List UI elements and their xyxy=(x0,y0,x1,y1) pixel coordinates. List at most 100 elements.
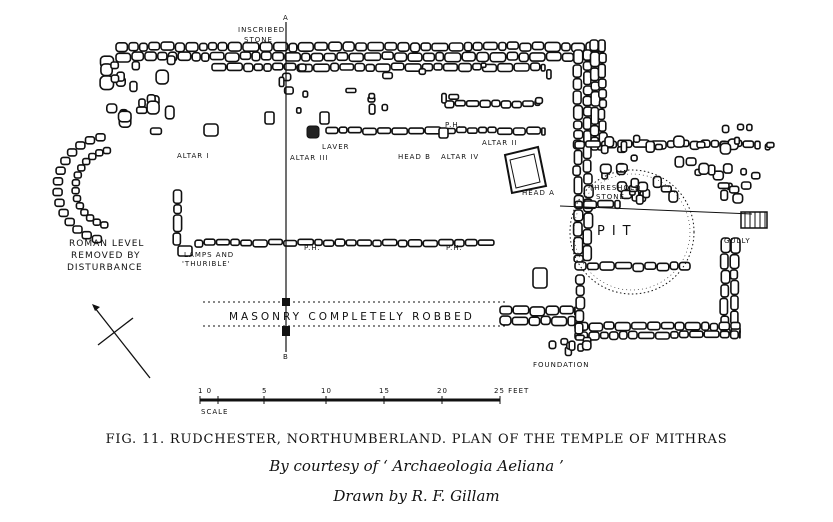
wall-stone xyxy=(72,194,82,203)
label-altar-1: ALTAR I xyxy=(177,152,209,160)
wall-stone xyxy=(129,80,138,93)
wall-stone xyxy=(336,51,349,62)
wall-stone xyxy=(157,51,168,61)
wall-stone xyxy=(407,239,423,248)
wall-stone xyxy=(160,41,175,51)
wall-stone xyxy=(572,221,583,237)
label-ph-mid: P.H. xyxy=(304,244,321,252)
wall-stone xyxy=(58,208,69,218)
scale-tick-25: 25 FEET xyxy=(494,387,529,395)
wall-stone xyxy=(252,239,268,248)
wall-stone xyxy=(215,238,231,246)
wall-stone xyxy=(354,62,366,72)
wall-stone xyxy=(390,62,405,71)
wall-stone xyxy=(646,321,661,331)
wall-stone xyxy=(314,238,323,247)
wall-stone xyxy=(407,52,423,63)
wall-stone xyxy=(475,51,490,63)
wall-stone xyxy=(529,62,541,72)
wall-stone xyxy=(260,51,272,61)
wall-stone xyxy=(529,306,546,317)
wall-stone xyxy=(66,148,78,157)
wall-stone xyxy=(654,143,663,151)
wall-stone xyxy=(730,321,741,330)
label-inscribed-stone-2: STONE xyxy=(244,36,273,44)
wall-stone xyxy=(288,42,298,53)
wall-stone xyxy=(660,185,672,193)
wall-stone xyxy=(652,175,663,189)
wall-stone xyxy=(685,157,697,167)
wall-stone xyxy=(461,51,477,62)
wall-stone xyxy=(512,305,530,315)
wall-stone xyxy=(453,238,465,248)
wall-stone xyxy=(282,239,298,247)
wall-stone xyxy=(599,331,609,340)
wall-stone xyxy=(448,42,464,52)
wall-stone xyxy=(750,171,761,180)
wall-stones xyxy=(52,39,775,357)
wall-stone xyxy=(688,330,704,339)
wall-stone xyxy=(513,62,530,72)
wall-stone xyxy=(654,331,671,340)
wall-stone xyxy=(560,337,569,346)
wall-stone xyxy=(698,162,710,175)
wall-stone xyxy=(644,261,657,270)
wall-stone xyxy=(106,103,118,114)
wall-stone xyxy=(138,98,146,108)
wall-stone xyxy=(100,221,109,229)
wall-stone xyxy=(381,71,394,80)
wall-stone xyxy=(719,330,730,339)
wall-stone xyxy=(420,42,432,52)
gully xyxy=(740,211,768,229)
wall-stone xyxy=(363,52,382,62)
wall-stone xyxy=(590,106,600,126)
wall-stone xyxy=(598,98,608,109)
wall-stone xyxy=(736,123,745,131)
wall-stone xyxy=(80,208,89,217)
wall-stone xyxy=(300,52,311,62)
wall-stone xyxy=(437,238,454,247)
wall-stone xyxy=(376,127,392,135)
wall-stone xyxy=(312,63,331,73)
wall-stone xyxy=(603,321,615,330)
wall-stone xyxy=(660,321,675,330)
figure-title: FIG. 11. RUDCHESTER, NORTHUMBERLAND. PLA… xyxy=(105,432,728,447)
wall-stone xyxy=(674,155,685,168)
wall-stone xyxy=(497,41,507,52)
threshold-line xyxy=(559,205,753,215)
wall-stone xyxy=(135,106,148,115)
wall-stone xyxy=(422,239,439,248)
wall-stone xyxy=(500,100,512,109)
wall-stone xyxy=(102,146,112,155)
wall-stone xyxy=(55,166,66,175)
wall-stone xyxy=(209,51,225,61)
wall-stone xyxy=(323,52,337,62)
wall-stone xyxy=(295,107,302,114)
wall-stone xyxy=(322,239,335,248)
wall-stone xyxy=(191,51,201,62)
wall-stone xyxy=(703,330,720,339)
label-altar-3: ALTAR III xyxy=(290,154,329,162)
wall-stone xyxy=(583,212,594,229)
wall-stone xyxy=(243,62,254,73)
wall-stone xyxy=(627,330,638,340)
wall-stone xyxy=(194,239,204,248)
wall-stone xyxy=(146,100,160,115)
wall-stone xyxy=(733,136,741,145)
wall-stone xyxy=(283,86,295,95)
wall-stone xyxy=(615,163,628,173)
wall-stone xyxy=(588,331,600,341)
wall-stone xyxy=(271,51,285,62)
wall-stone xyxy=(85,214,95,222)
wall-stone xyxy=(342,41,356,52)
wall-stone xyxy=(71,186,80,195)
wall-stone xyxy=(567,315,576,327)
wall-stone xyxy=(614,199,621,210)
label-roman-level-1: ROMAN LEVEL xyxy=(69,239,144,249)
wall-stone xyxy=(590,90,601,107)
wall-stone xyxy=(573,236,584,255)
wall-stone xyxy=(573,176,583,195)
wall-stone xyxy=(144,51,158,62)
wall-stone xyxy=(381,103,389,112)
wall-stone xyxy=(718,321,731,331)
